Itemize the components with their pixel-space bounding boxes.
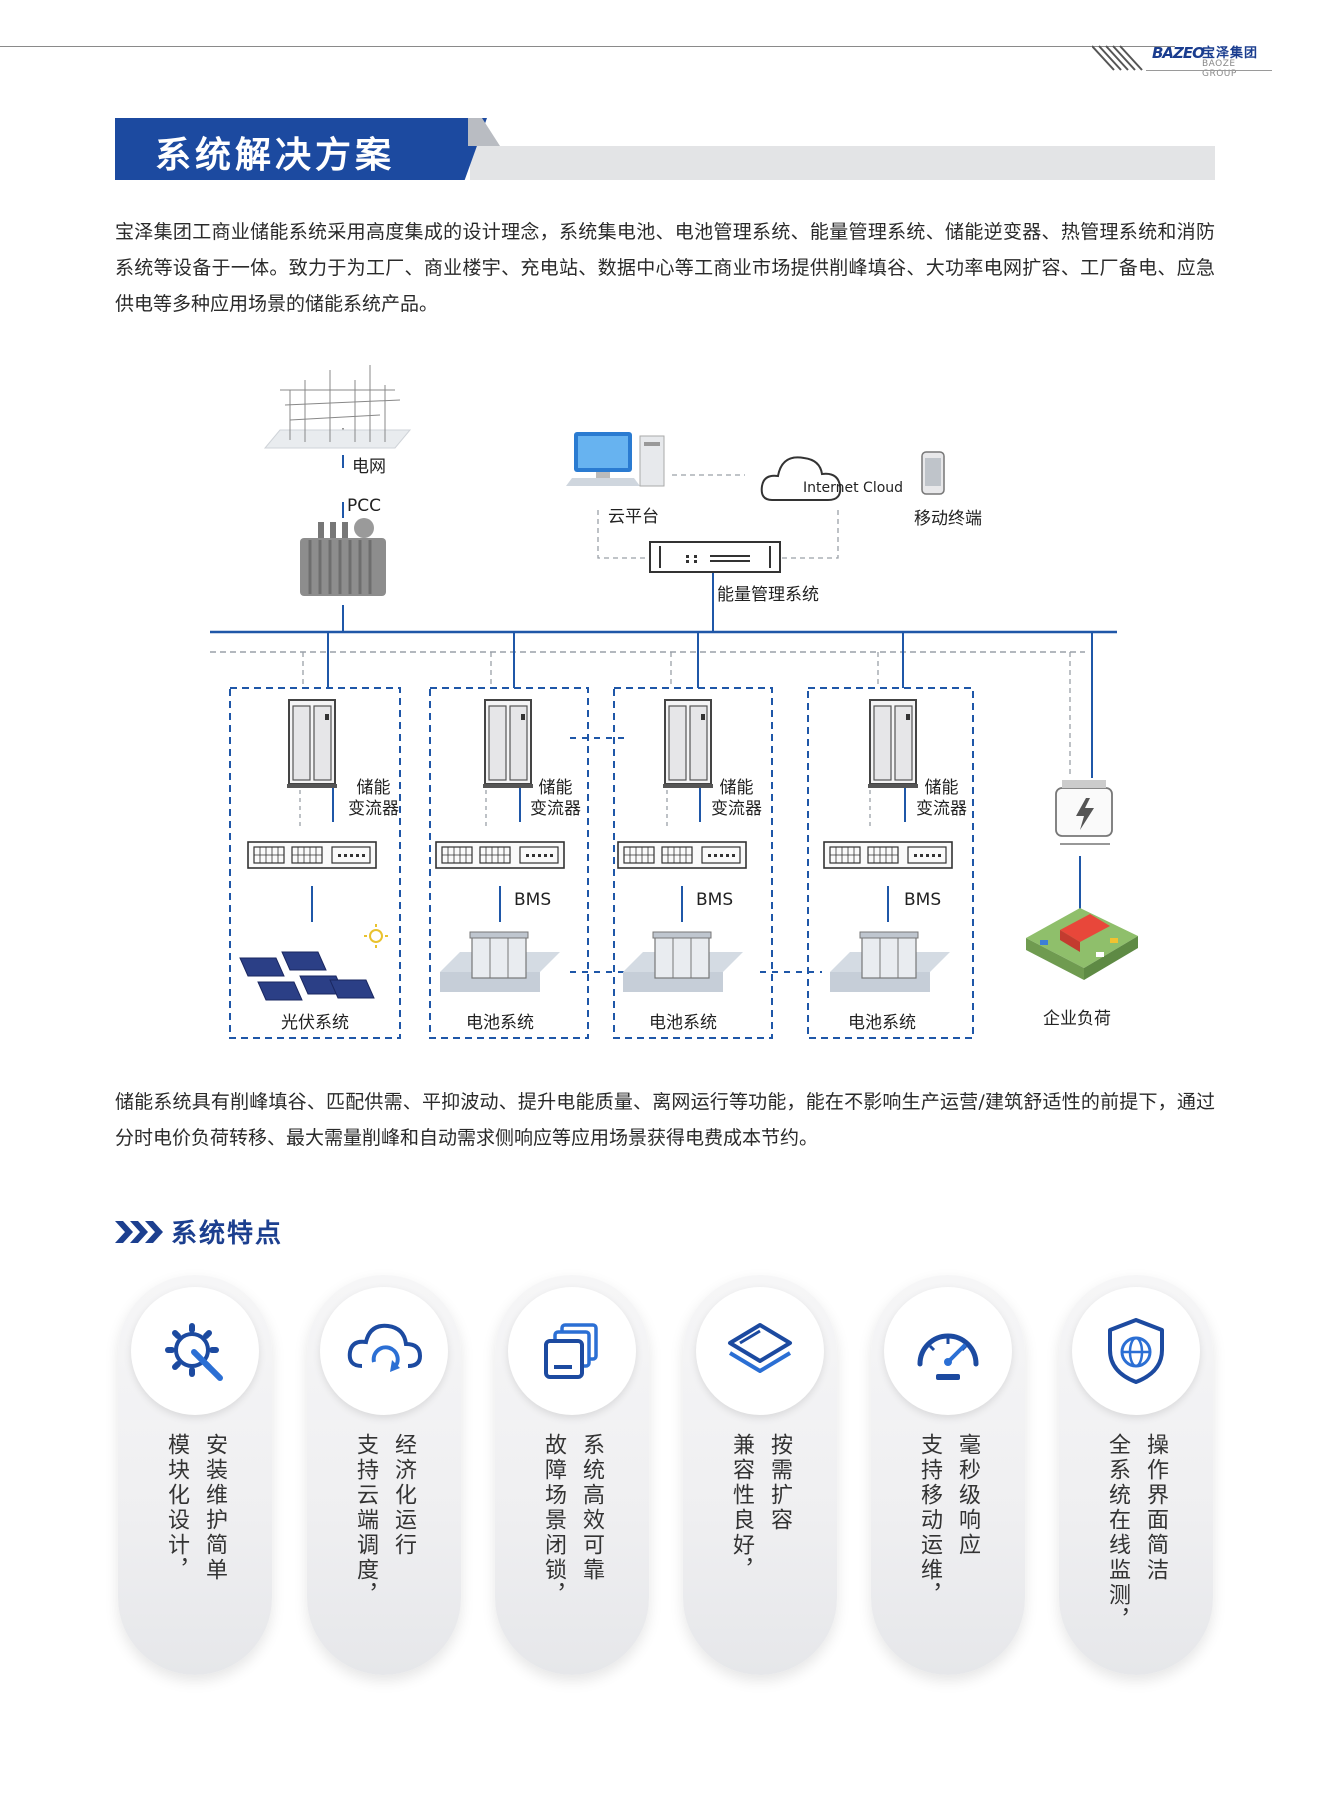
feature-card: 按需扩容 兼容性良好， — [683, 1275, 837, 1675]
label-cloud-platform: 云平台 — [608, 507, 659, 527]
brand-name-en: BAOZE GROUP — [1202, 59, 1237, 79]
label-battery-system-1: 电池系统 — [466, 1013, 534, 1033]
system-diagram: 电网 PCC 云平台 Internet Cloud 移动终端 能量管理系统 储能… — [0, 360, 1323, 1050]
feature-text: 安装维护简单 模块化设计， — [118, 1433, 272, 1583]
feature-card: 毫秒级响应 支持移动运维， — [871, 1275, 1025, 1675]
banner-gray-strip — [470, 146, 1215, 180]
label-mobile: 移动终端 — [914, 509, 982, 529]
cloud-sync-icon — [320, 1287, 448, 1415]
pcs-line2: 变流器 — [916, 799, 967, 819]
feature-desc: 兼容性良好， — [729, 1433, 754, 1583]
feature-text: 经济化运行 支持云端调度， — [307, 1433, 461, 1608]
summary-paragraph: 储能系统具有削峰填谷、匹配供需、平抑波动、提升电能质量、离网运行等功能，能在不影… — [115, 1091, 1215, 1149]
feature-text: 按需扩容 兼容性良好， — [683, 1433, 837, 1583]
brand-logo: BAZEO 宝泽集团 BAOZE GROUP — [1092, 40, 1272, 79]
label-pcs-2: 储能变流器 — [530, 778, 581, 820]
triple-chevron-icon — [115, 1220, 163, 1243]
label-pv-system: 光伏系统 — [281, 1013, 349, 1033]
header-rule — [0, 46, 1175, 47]
features-title: 系统特点 — [171, 1219, 284, 1249]
layers-icon — [696, 1287, 824, 1415]
feature-title: 经济化运行 — [391, 1433, 416, 1558]
gear-wrench-icon — [131, 1287, 259, 1415]
brand-name-cn: 宝泽集团 — [1202, 46, 1259, 61]
logo-stripes-icon — [1092, 45, 1143, 71]
feature-desc: 支持移动运维， — [917, 1433, 942, 1608]
pcs-line2: 变流器 — [711, 799, 762, 819]
feature-card: 安装维护简单 模块化设计， — [118, 1275, 272, 1675]
pcs-line2: 变流器 — [348, 799, 399, 819]
feature-text: 毫秒级响应 支持移动运维， — [871, 1433, 1025, 1608]
feature-cards: 安装维护简单 模块化设计， 经济化运行 支持云端调度， — [118, 1275, 1218, 1675]
pcs-line1: 储能 — [356, 778, 391, 798]
stacked-windows-icon — [508, 1287, 636, 1415]
label-ems: 能量管理系统 — [717, 585, 819, 605]
transformer-icon — [300, 518, 386, 596]
logo-mark: BAZEO — [1152, 44, 1205, 62]
feature-title: 按需扩容 — [767, 1433, 792, 1533]
feature-title: 安装维护简单 — [202, 1433, 227, 1583]
feature-card: 系统高效可靠 故障场景闭锁， — [495, 1275, 649, 1675]
speedometer-icon — [884, 1287, 1012, 1415]
features-heading: 系统特点 — [115, 1213, 283, 1250]
label-pcs-4: 储能变流器 — [916, 778, 967, 820]
pcs-line1: 储能 — [538, 778, 573, 798]
feature-desc: 故障场景闭锁， — [541, 1433, 566, 1608]
shield-globe-icon — [1072, 1287, 1200, 1415]
pcs-line1: 储能 — [924, 778, 959, 798]
pcs-line1: 储能 — [719, 778, 754, 798]
feature-card: 经济化运行 支持云端调度， — [307, 1275, 461, 1675]
label-grid: 电网 — [352, 457, 386, 477]
label-bms-1: BMS — [514, 890, 552, 910]
label-pcs-3: 储能变流器 — [711, 778, 762, 820]
label-internet-cloud: Internet Cloud — [803, 480, 904, 496]
label-bms-2: BMS — [696, 890, 734, 910]
feature-title: 毫秒级响应 — [955, 1433, 980, 1558]
feature-text: 操作界面简洁 全系统在线监测， — [1059, 1433, 1213, 1633]
banner-corner-fold — [468, 118, 500, 146]
diagram-lines — [210, 365, 1138, 1039]
label-pcs-1: 储能变流器 — [348, 778, 399, 820]
label-battery-system-3: 电池系统 — [848, 1013, 916, 1033]
feature-text: 系统高效可靠 故障场景闭锁， — [495, 1433, 649, 1608]
feature-card: 操作界面简洁 全系统在线监测， — [1059, 1275, 1213, 1675]
section-title: 系统解决方案 — [155, 135, 396, 176]
logo-underline — [1146, 70, 1272, 71]
feature-desc: 全系统在线监测， — [1105, 1433, 1130, 1633]
feature-title: 操作界面简洁 — [1143, 1433, 1168, 1583]
label-bms-3: BMS — [904, 890, 942, 910]
label-battery-system-2: 电池系统 — [649, 1013, 717, 1033]
banner-blue-block — [115, 118, 487, 180]
feature-desc: 支持云端调度， — [353, 1433, 378, 1608]
label-pcc: PCC — [347, 496, 381, 516]
feature-desc: 模块化设计， — [164, 1433, 189, 1583]
label-enterprise-load: 企业负荷 — [1043, 1009, 1111, 1029]
feature-title: 系统高效可靠 — [579, 1433, 604, 1583]
pcs-line2: 变流器 — [530, 799, 581, 819]
intro-paragraph: 宝泽集团工商业储能系统采用高度集成的设计理念，系统集电池、电池管理系统、能量管理… — [115, 221, 1215, 315]
